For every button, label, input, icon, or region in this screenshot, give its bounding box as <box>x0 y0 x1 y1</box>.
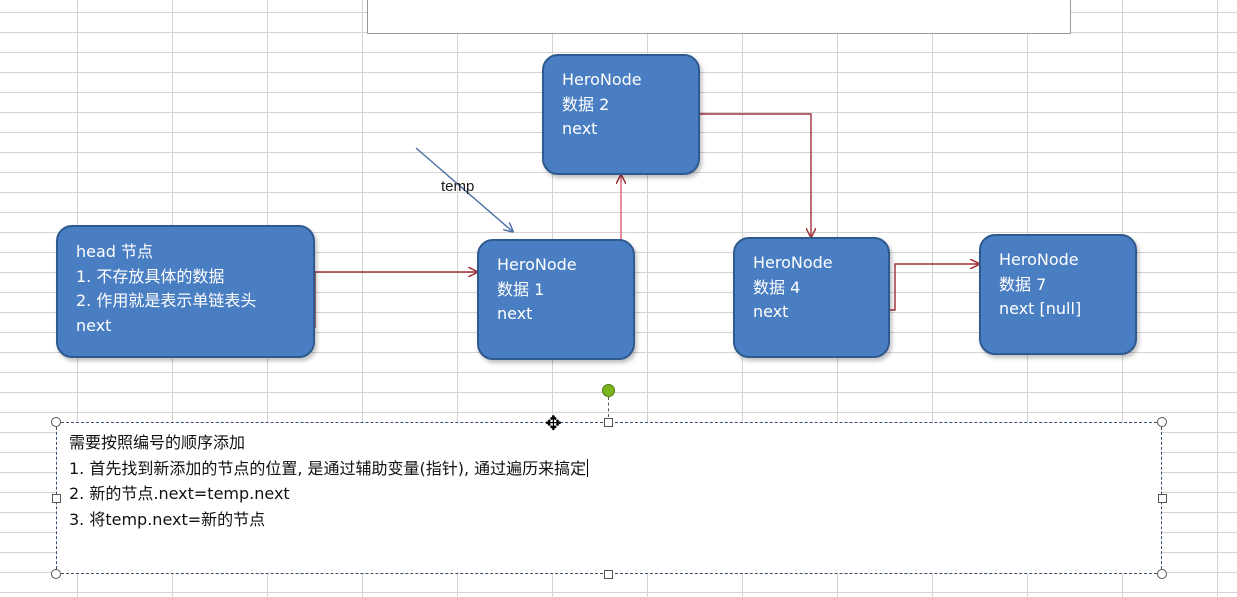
resize-handle-top-left[interactable] <box>51 417 61 427</box>
head-node-desc-2: 2. 作用就是表示单链表头 <box>76 291 257 310</box>
heronode-4: HeroNode 数据 4 next <box>733 237 890 358</box>
arrow-node2-to-node4 <box>700 113 811 236</box>
rotate-handle[interactable] <box>602 384 615 397</box>
head-node-desc-1: 1. 不存放具体的数据 <box>76 266 225 286</box>
text-caret <box>587 458 589 477</box>
head-node-title: head 节点 <box>76 242 154 261</box>
heronode-2: HeroNode 数据 2 next <box>542 54 700 175</box>
note-text[interactable]: 需要按照编号的顺序添加 1. 首先找到新添加的节点的位置, 是通过辅助变量(指针… <box>69 430 589 532</box>
move-cursor-icon: ✥ <box>545 411 562 435</box>
note-line-step-1: 1. 首先找到新添加的节点的位置, 是通过辅助变量(指针), 通过遍历来搞定 <box>69 458 589 478</box>
node-type-label: HeroNode <box>497 255 577 274</box>
heronode-7: HeroNode 数据 7 next [null] <box>979 234 1137 355</box>
note-line-step-2: 2. 新的节点.next=temp.next <box>69 484 290 503</box>
node-next-label: next <box>562 119 598 138</box>
head-node: head 节点 1. 不存放具体的数据 2. 作用就是表示单链表头 next <box>56 225 315 358</box>
resize-handle-right[interactable] <box>1158 494 1167 503</box>
resize-handle-top-right[interactable] <box>1157 417 1167 427</box>
top-text-box <box>367 0 1071 34</box>
node-data-label: 数据 7 <box>999 274 1047 294</box>
node-next-label: next <box>497 304 533 323</box>
node-next-label: next [null] <box>999 299 1082 318</box>
node-type-label: HeroNode <box>753 253 833 272</box>
node-data-label: 数据 1 <box>497 279 545 299</box>
rotate-handle-stem <box>608 397 609 417</box>
heronode-1: HeroNode 数据 1 next <box>477 239 635 360</box>
node-data-label: 数据 2 <box>562 94 610 114</box>
node-type-label: HeroNode <box>999 250 1079 269</box>
node-type-label: HeroNode <box>562 70 642 89</box>
note-text-box[interactable] <box>56 422 1162 574</box>
node-data-label: 数据 4 <box>753 277 801 297</box>
note-line-step-3: 3. 将temp.next=新的节点 <box>69 509 266 529</box>
temp-pointer-label: temp <box>441 178 475 195</box>
resize-handle-bottom-right[interactable] <box>1157 569 1167 579</box>
note-line-heading: 需要按照编号的顺序添加 <box>69 433 246 452</box>
resize-handle-top[interactable] <box>604 418 613 427</box>
resize-handle-left[interactable] <box>52 494 61 503</box>
resize-handle-bottom-left[interactable] <box>51 569 61 579</box>
node-next-label: next <box>753 302 789 321</box>
head-node-next: next <box>76 315 112 335</box>
resize-handle-bottom[interactable] <box>604 570 613 579</box>
